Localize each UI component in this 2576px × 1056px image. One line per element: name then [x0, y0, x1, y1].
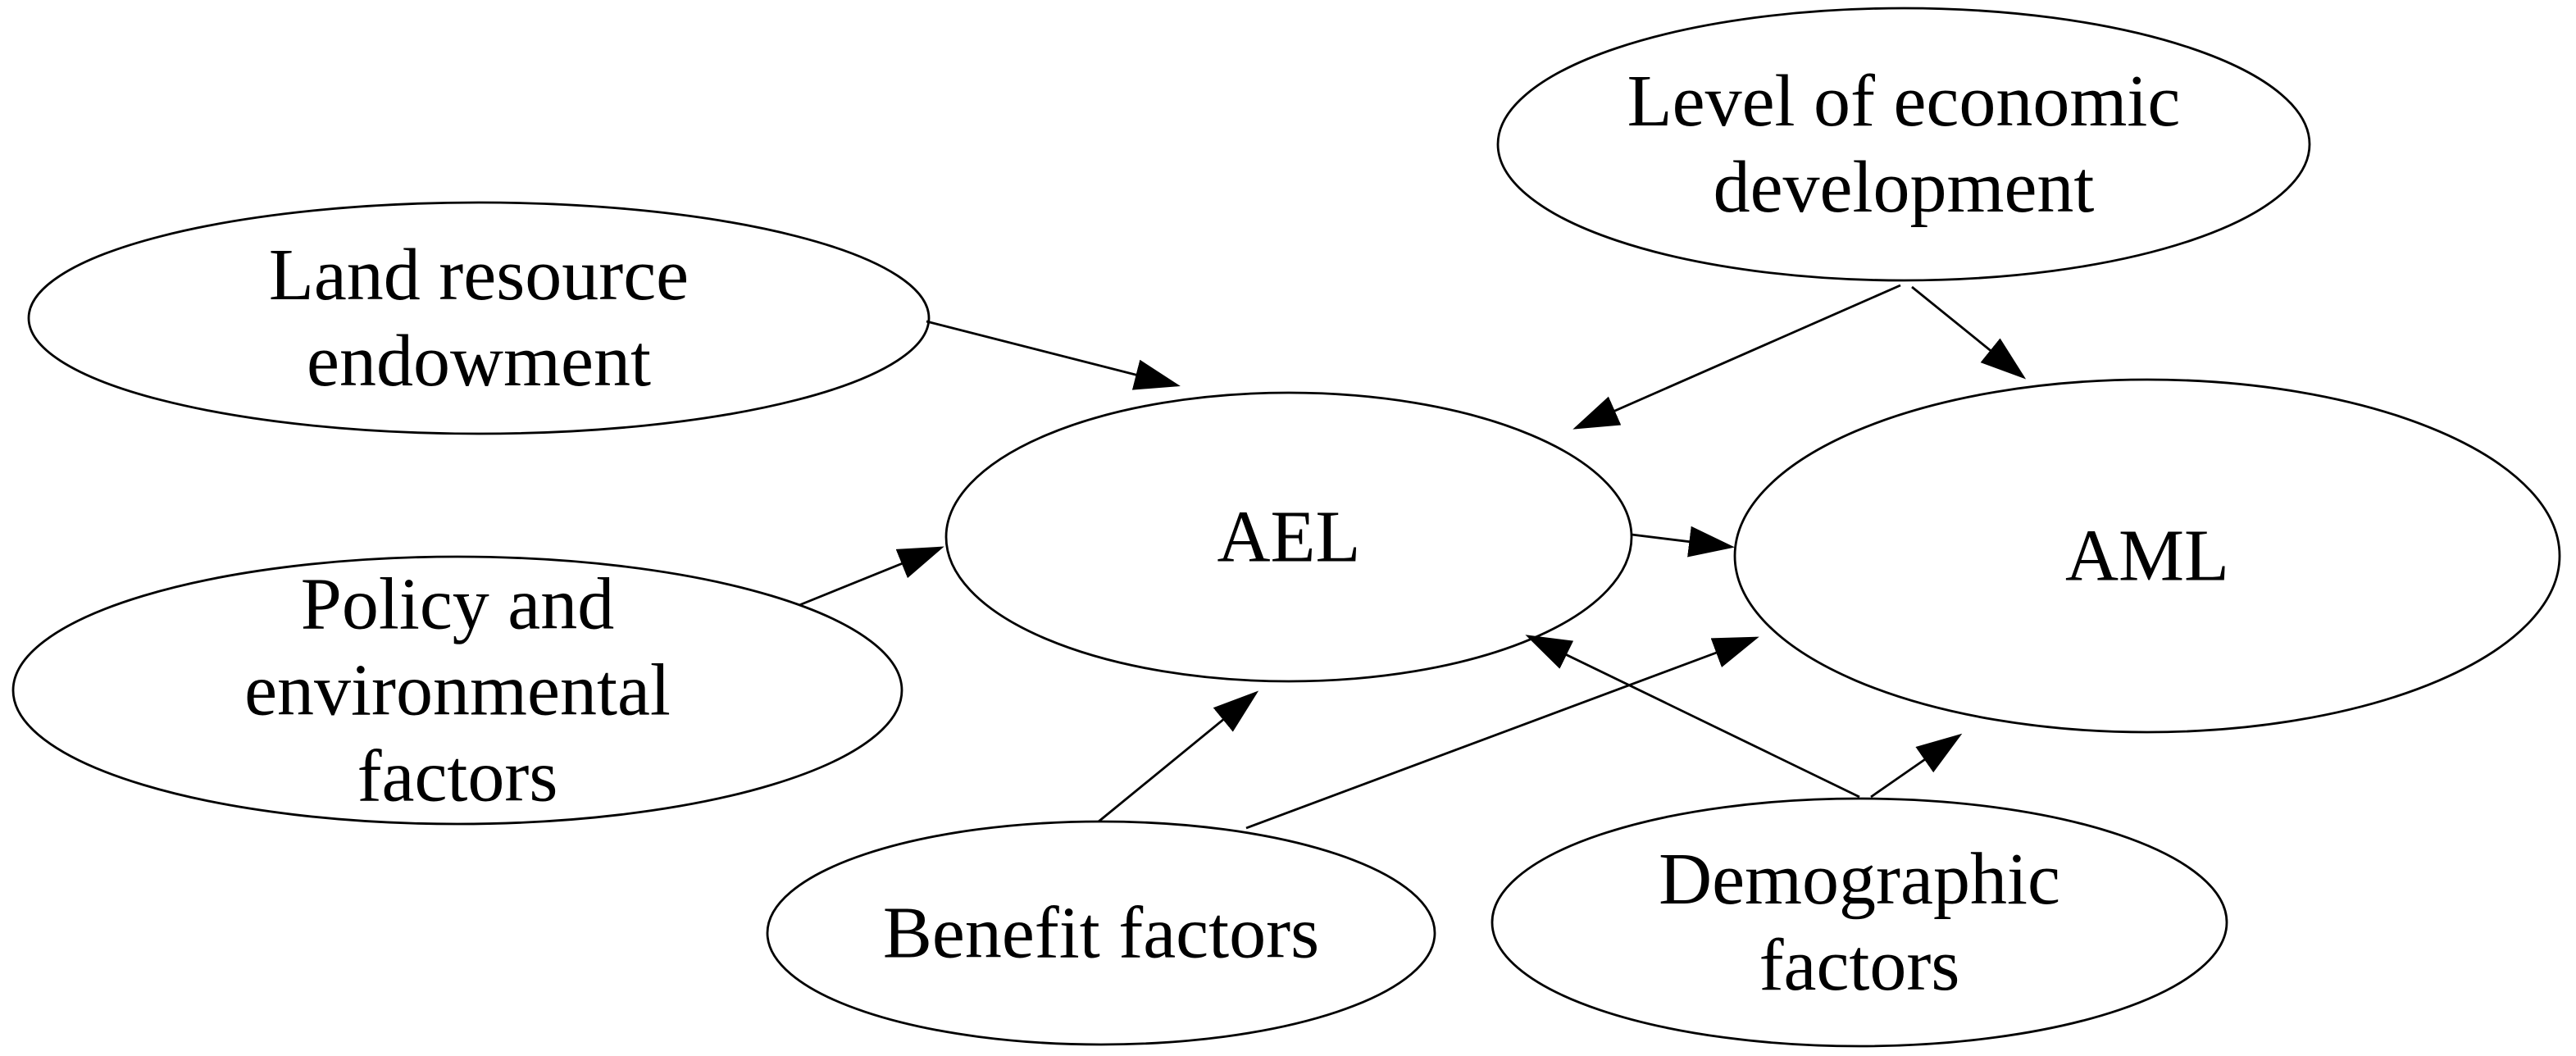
- edge-policy-and-environmental-factors-to-ael: [799, 546, 944, 607]
- edge-benefit-factors-to-ael: [1098, 690, 1259, 823]
- node-ellipse-aml: [1733, 378, 2561, 734]
- node-aml: AML: [1733, 378, 2561, 734]
- node-label-policy-and-environmental-factors-line2: environmental: [244, 650, 671, 731]
- node-label-benefit-factors-line1: Benefit factors: [883, 893, 1319, 974]
- node-label-demographic-factors-line1: Demographic: [1659, 839, 2060, 920]
- edge-level-of-economic-development-to-ael: [1572, 284, 1901, 430]
- edge-land-resource-endowment-to-ael: [926, 320, 1181, 390]
- edge-demographic-factors-to-aml: [1870, 733, 1963, 799]
- edge-demographic-factors-to-ael: [1525, 635, 1860, 799]
- edge-benefit-factors-to-aml: [1245, 636, 1759, 830]
- node-label-ael-line1: AEL: [1217, 497, 1361, 578]
- node-ellipse-land-resource-endowment: [27, 201, 931, 435]
- node-label-policy-and-environmental-factors-line1: Policy and: [301, 564, 614, 645]
- node-ellipse-demographic-factors: [1491, 797, 2228, 1048]
- node-ellipse-benefit-factors: [766, 820, 1436, 1046]
- node-benefit-factors: Benefit factors: [766, 820, 1436, 1046]
- node-ellipse-level-of-economic-development: [1496, 7, 2311, 282]
- node-label-land-resource-endowment-line1: Land resource: [269, 234, 689, 316]
- node-ael: AEL: [944, 391, 1633, 683]
- edges-layer: [799, 284, 2027, 830]
- edge-level-of-economic-development-to-aml: [1911, 285, 2027, 380]
- node-label-demographic-factors-line2: factors: [1759, 925, 1960, 1006]
- node-label-policy-and-environmental-factors-line3: factors: [357, 736, 558, 817]
- node-label-aml-line1: AML: [2065, 516, 2229, 597]
- node-label-level-of-economic-development-line1: Level of economic: [1627, 61, 2181, 142]
- node-label-level-of-economic-development-line2: development: [1714, 147, 2095, 228]
- node-ellipse-ael: [944, 391, 1633, 683]
- node-label-land-resource-endowment-line2: endowment: [307, 321, 651, 402]
- edge-ael-to-aml: [1631, 526, 1735, 558]
- node-ellipse-policy-and-environmental-factors: [11, 555, 903, 826]
